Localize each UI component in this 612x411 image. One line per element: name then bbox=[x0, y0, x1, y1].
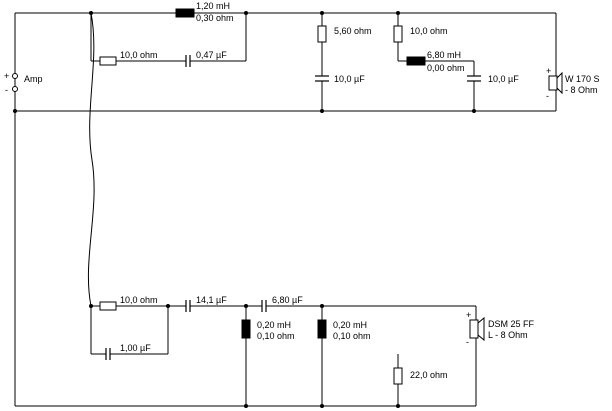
tweeter-speaker-icon bbox=[469, 319, 479, 339]
junction-dot bbox=[396, 11, 400, 15]
tweeter-speaker-cone-icon bbox=[477, 316, 485, 342]
tweeter-speaker-name: DSM 25 FF bbox=[488, 319, 535, 329]
input-capacitor-label: 1,00 µF bbox=[120, 343, 151, 353]
input-resistor-label: 10,0 ohm bbox=[120, 295, 158, 305]
shunt-resistor-label: 22,0 ohm bbox=[410, 370, 448, 380]
shunt-inductor-2-r-label: 0,10 ohm bbox=[333, 331, 371, 341]
woofer-speaker-name: W 170 S bbox=[565, 74, 600, 84]
shunt-resistor bbox=[393, 367, 403, 385]
woofer-speaker-plus: + bbox=[546, 66, 551, 76]
notch-resistor bbox=[393, 25, 403, 43]
junction-dot bbox=[320, 304, 324, 308]
series-inductor-1-20mh bbox=[175, 8, 195, 18]
tweeter-speaker-plus: + bbox=[466, 310, 471, 320]
zobel-resistor-label: 5,60 ohm bbox=[334, 26, 372, 36]
junction-dot bbox=[320, 404, 324, 408]
amp-minus-terminal bbox=[12, 86, 18, 92]
tweeter-feed-wire bbox=[87, 12, 95, 307]
notch-capacitor-label: 10,0 µF bbox=[488, 74, 519, 84]
bypass-resistor bbox=[99, 56, 117, 66]
woofer-branch: 1,20 mH 0,30 ohm 10,0 ohm 0,47 µF 5,60 o… bbox=[15, 1, 600, 113]
amp-plus-sign: + bbox=[4, 71, 9, 81]
bypass-resistor-label: 10,0 ohm bbox=[120, 50, 158, 60]
notch-inductor-l-label: 6,80 mH bbox=[427, 50, 461, 60]
notch-inductor bbox=[406, 56, 426, 66]
shunt-inductor-2 bbox=[317, 319, 327, 339]
series-inductor-r-label: 0,30 ohm bbox=[196, 13, 234, 23]
bypass-capacitor-label: 0,47 µF bbox=[196, 50, 227, 60]
shunt-inductor-1 bbox=[241, 319, 251, 339]
series-capacitor-2-label: 6,80 µF bbox=[272, 295, 303, 305]
zobel-capacitor-label: 10,0 µF bbox=[334, 74, 365, 84]
zobel-resistor bbox=[317, 25, 327, 43]
junction-dot bbox=[244, 304, 248, 308]
junction-dot bbox=[320, 11, 324, 15]
junction-dot bbox=[396, 404, 400, 408]
junction-dot bbox=[166, 304, 170, 308]
woofer-speaker-icon bbox=[548, 75, 558, 91]
notch-resistor-label: 10,0 ohm bbox=[410, 26, 448, 36]
junction-dot bbox=[472, 109, 476, 113]
input-resistor bbox=[99, 301, 117, 311]
series-capacitor-1-label: 14,1 µF bbox=[196, 295, 227, 305]
junction-dot bbox=[244, 404, 248, 408]
junction-dot bbox=[89, 304, 93, 308]
shunt-inductor-1-r-label: 0,10 ohm bbox=[257, 331, 295, 341]
shunt-inductor-2-l-label: 0,20 mH bbox=[333, 320, 367, 330]
notch-inductor-r-label: 0,00 ohm bbox=[427, 63, 465, 73]
amp-minus-sign: - bbox=[5, 85, 8, 95]
junction-dot bbox=[244, 11, 248, 15]
tweeter-branch: 10,0 ohm 1,00 µF 14,1 µF 6,80 µF 0,20 mH… bbox=[15, 295, 535, 408]
amp-input: + - Amp bbox=[4, 13, 43, 406]
tweeter-speaker-minus: - bbox=[466, 337, 469, 347]
amp-plus-terminal bbox=[12, 73, 18, 79]
woofer-speaker-cone-icon bbox=[556, 71, 563, 95]
junction-dot bbox=[320, 109, 324, 113]
series-inductor-l-label: 1,20 mH bbox=[196, 1, 230, 11]
amp-label: Amp bbox=[24, 74, 43, 84]
shunt-inductor-1-l-label: 0,20 mH bbox=[257, 320, 291, 330]
tweeter-speaker-impedance: L - 8 Ohm bbox=[488, 330, 528, 340]
woofer-speaker-minus: - bbox=[546, 91, 549, 101]
woofer-speaker-impedance: - 8 Ohm bbox=[565, 85, 598, 95]
